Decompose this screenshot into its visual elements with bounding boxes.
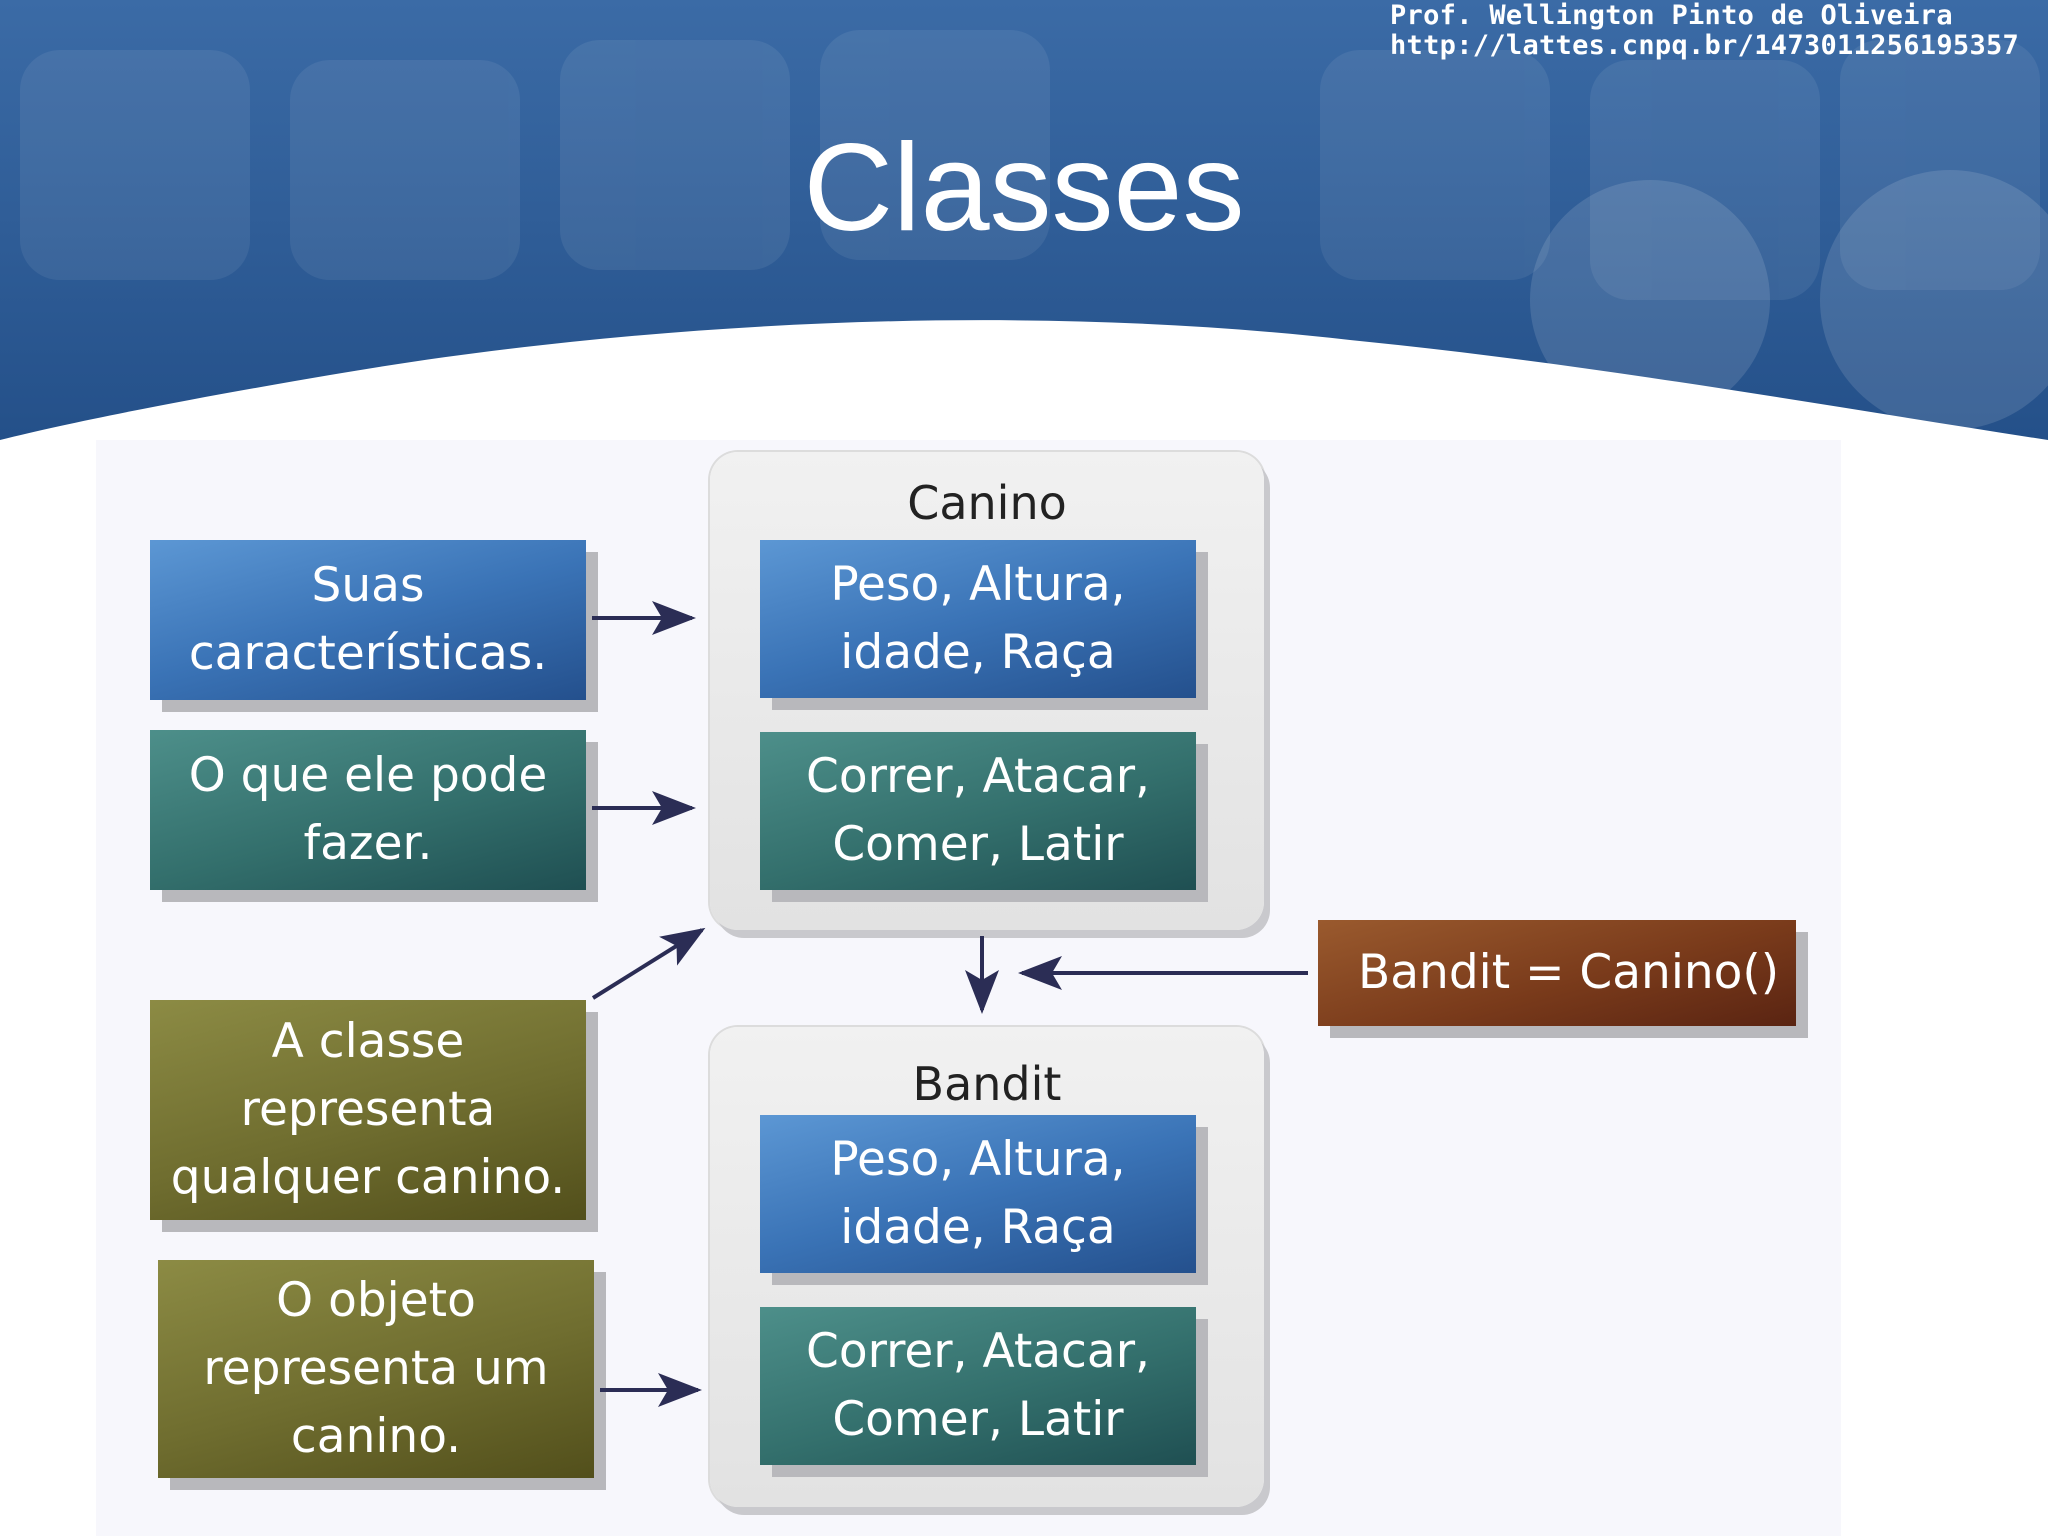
label-characteristics: Suas características.	[150, 540, 586, 700]
class-group-title: Canino	[907, 476, 1067, 530]
instantiation-box: Bandit = Canino()	[1318, 920, 1796, 1026]
class-attributes-box: Peso, Altura, idade, Raça	[760, 540, 1196, 698]
slide-title: Classes	[803, 119, 1245, 257]
header-banner: Prof. Wellington Pinto de Oliveira http:…	[0, 0, 2048, 460]
label-class-description: A classe representa qualquer canino.	[150, 1000, 586, 1220]
object-group-title: Bandit	[912, 1057, 1062, 1111]
author-url: http://lattes.cnpq.br/1473011256195357	[1390, 30, 2020, 61]
author-name: Prof. Wellington Pinto de Oliveira	[1390, 0, 1953, 31]
object-attributes-box: Peso, Altura, idade, Raça	[760, 1115, 1196, 1273]
label-actions: O que ele pode fazer.	[150, 730, 586, 890]
header-wave-background	[0, 0, 2048, 440]
label-object-description: O objeto representa um canino.	[158, 1260, 594, 1478]
arrow-class-desc-to-class	[591, 927, 706, 1000]
object-methods-box: Correr, Atacar, Comer, Latir	[760, 1307, 1196, 1465]
class-methods-box: Correr, Atacar, Comer, Latir	[760, 732, 1196, 890]
